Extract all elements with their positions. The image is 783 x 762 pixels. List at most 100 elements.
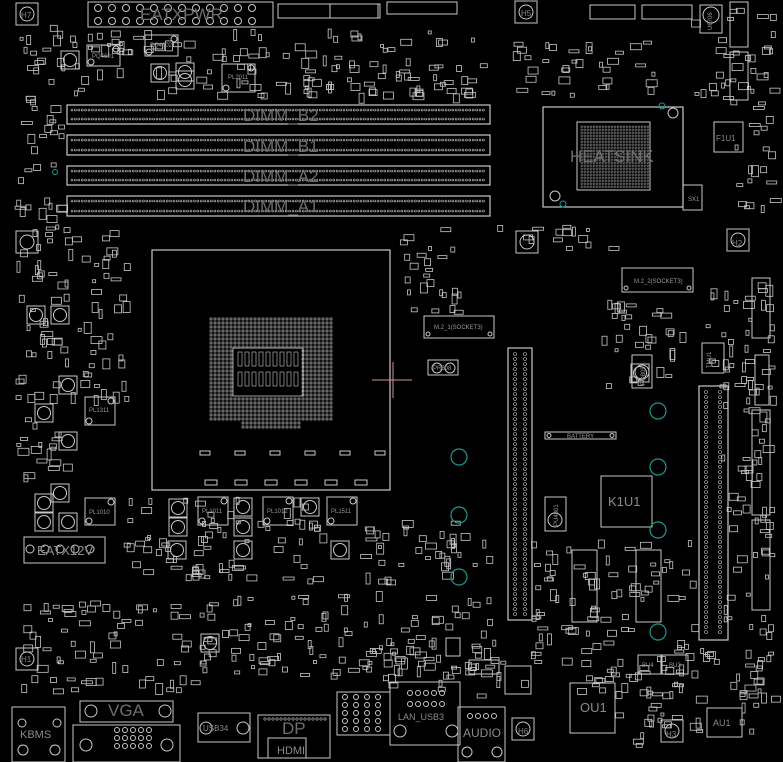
dimm-pin[interactable] — [165, 209, 169, 213]
mosfet[interactable] — [233, 540, 253, 560]
bga-ball[interactable] — [610, 155, 613, 158]
passive-component[interactable] — [541, 91, 551, 96]
dimm-pin[interactable] — [131, 148, 135, 152]
passive-component[interactable] — [425, 556, 431, 560]
slot-pin[interactable] — [513, 577, 517, 581]
dimm-pin[interactable] — [186, 108, 189, 112]
passive-component[interactable] — [344, 631, 353, 636]
port-hole[interactable] — [445, 724, 459, 738]
bga-ball[interactable] — [607, 155, 610, 158]
bga-ball[interactable] — [613, 161, 616, 164]
passive-component[interactable] — [485, 664, 496, 669]
dimm-pin[interactable] — [162, 108, 166, 112]
dimm-pin[interactable] — [342, 169, 346, 173]
mosfet-body[interactable] — [633, 366, 647, 380]
dimm-pin[interactable] — [179, 148, 183, 152]
bga-ball[interactable] — [604, 140, 607, 143]
dimm-pin[interactable] — [414, 117, 417, 121]
cpu-pad[interactable] — [249, 401, 253, 405]
cpu-pad[interactable] — [221, 385, 225, 389]
passive-component[interactable] — [265, 620, 275, 625]
cpu-pad[interactable] — [317, 337, 321, 341]
passive-component[interactable] — [49, 24, 58, 32]
cpu-pad[interactable] — [225, 389, 229, 393]
passive-component[interactable] — [629, 592, 641, 597]
dimm-pin[interactable] — [193, 199, 196, 203]
passive-component[interactable] — [677, 645, 682, 651]
bga-ball[interactable] — [628, 134, 631, 137]
bga-ball[interactable] — [634, 152, 637, 155]
bga-ball[interactable] — [640, 179, 643, 182]
dimm-pin[interactable] — [196, 209, 200, 213]
dimm-pin[interactable] — [227, 199, 230, 203]
cpu-pad[interactable] — [217, 409, 221, 413]
cpu-pad[interactable] — [305, 409, 309, 413]
bga-ball[interactable] — [643, 155, 646, 158]
cpu-pad[interactable] — [293, 333, 297, 337]
slot-pin[interactable] — [523, 412, 527, 416]
dimm-pin[interactable] — [420, 148, 424, 152]
dimm-pin[interactable] — [104, 199, 108, 203]
bga-ball[interactable] — [619, 128, 622, 131]
dimm-pin[interactable] — [478, 148, 482, 152]
passive-component[interactable] — [761, 692, 767, 704]
passive-component[interactable] — [621, 614, 629, 620]
dimm-pin[interactable] — [312, 169, 315, 173]
dimm-pin[interactable] — [397, 138, 400, 142]
bga-ball[interactable] — [616, 182, 619, 185]
dimm-pin[interactable] — [465, 117, 468, 121]
dimm-pin[interactable] — [380, 148, 383, 152]
passive-component[interactable] — [722, 359, 729, 371]
dimm-pin[interactable] — [145, 209, 149, 213]
passive-component[interactable] — [32, 422, 38, 430]
dimm-pin[interactable] — [434, 178, 438, 182]
passive-component[interactable] — [676, 669, 684, 674]
bga-ball[interactable] — [625, 149, 628, 152]
bga-ball[interactable] — [580, 131, 583, 134]
slot-pin[interactable] — [718, 630, 722, 634]
cpu-pad[interactable] — [221, 393, 225, 397]
cpu-pad[interactable] — [321, 345, 325, 349]
bga-ball[interactable] — [613, 185, 616, 188]
cpu-pad[interactable] — [249, 417, 253, 421]
passive-component[interactable] — [439, 289, 444, 297]
mosfet-body[interactable] — [37, 406, 51, 420]
bga-ball[interactable] — [586, 185, 589, 188]
bga-ball[interactable] — [628, 131, 631, 134]
dimm-pin[interactable] — [152, 169, 155, 173]
dimm-pin[interactable] — [291, 169, 295, 173]
passive-component[interactable] — [229, 629, 239, 637]
dimm-pin[interactable] — [240, 178, 244, 182]
dimm-pin[interactable] — [441, 209, 444, 213]
passive-component[interactable] — [277, 537, 286, 544]
dimm-pin[interactable] — [179, 199, 183, 203]
f1u1-chip[interactable] — [713, 121, 744, 153]
bga-ball[interactable] — [643, 179, 646, 182]
cpu-pad[interactable] — [233, 325, 237, 329]
dimm-pin[interactable] — [111, 117, 115, 121]
dimm-pin[interactable] — [80, 199, 84, 203]
mosfet[interactable] — [50, 483, 70, 503]
passive-component[interactable] — [362, 665, 369, 670]
passive-component[interactable] — [443, 671, 449, 680]
bga-ball[interactable] — [604, 161, 607, 164]
usb34-port[interactable] — [197, 712, 251, 743]
slot-pin[interactable] — [718, 580, 722, 584]
passive-component[interactable] — [546, 576, 553, 582]
slot-pin[interactable] — [704, 555, 708, 559]
dimm-pin[interactable] — [380, 209, 383, 213]
cpu-pad[interactable] — [325, 373, 329, 377]
passive-component[interactable] — [615, 50, 624, 55]
passive-component[interactable] — [441, 292, 447, 299]
cpu-pad[interactable] — [321, 397, 325, 401]
passive-component[interactable] — [64, 237, 73, 246]
bga-ball[interactable] — [610, 173, 613, 176]
dimm-pin[interactable] — [271, 178, 274, 182]
dimm-pin[interactable] — [176, 209, 179, 213]
dimm-pin[interactable] — [383, 209, 387, 213]
cpu-pad[interactable] — [209, 345, 213, 349]
cpu-pad[interactable] — [265, 321, 269, 325]
cpu-pad[interactable] — [325, 357, 329, 361]
cpu-pad[interactable] — [305, 349, 309, 353]
port-pin[interactable] — [364, 718, 370, 724]
